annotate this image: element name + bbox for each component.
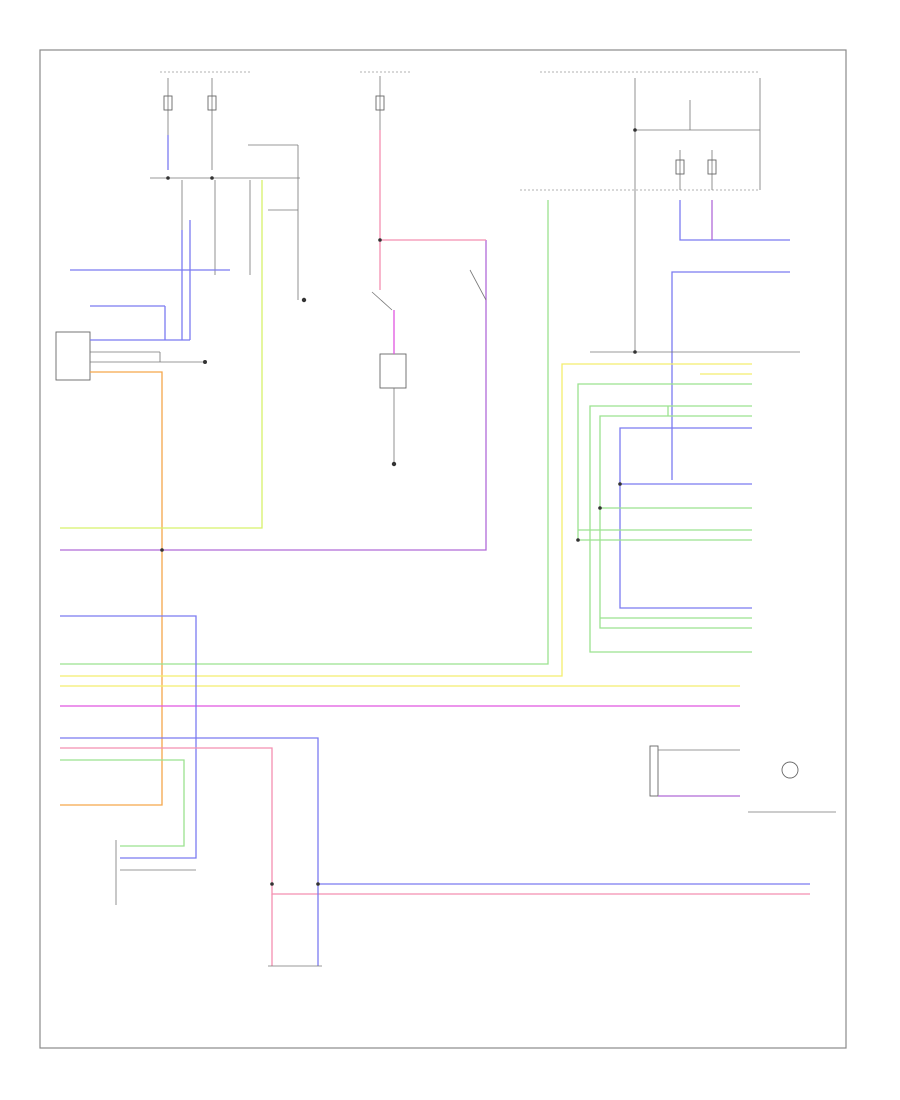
sensor-icon — [781, 761, 799, 779]
fuse-icon — [163, 95, 173, 111]
ground-center — [391, 461, 397, 467]
center-circuit — [360, 71, 410, 462]
fuse-icon — [375, 95, 385, 111]
fuse-icon — [707, 159, 717, 175]
ground-left — [301, 297, 307, 303]
fuse-block-left — [150, 71, 300, 300]
relay-box — [379, 353, 407, 389]
fuse-icon — [207, 95, 217, 111]
diagram-frame — [39, 49, 847, 1049]
left-module — [55, 331, 91, 381]
right-lower-module — [649, 745, 659, 797]
fuse-icon — [675, 159, 685, 175]
fuse-block-right — [520, 71, 761, 191]
